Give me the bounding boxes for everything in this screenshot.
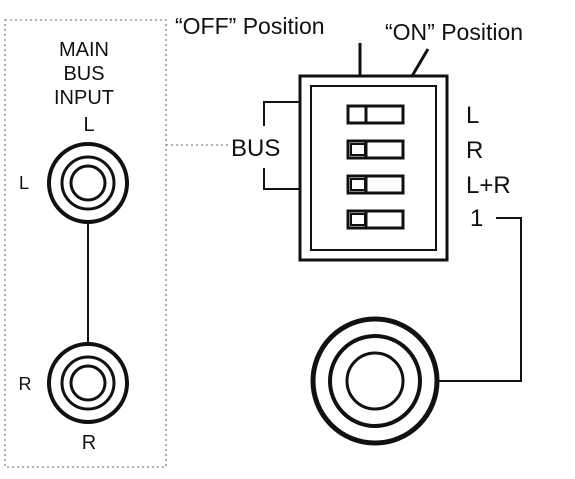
switch-label-2: R: [466, 137, 483, 164]
output-jack: [310, 316, 440, 446]
dip-switch-1[interactable]: [346, 104, 405, 125]
main-bus-input-panel: [4, 19, 167, 468]
dip-switch-group: [346, 104, 405, 230]
jack-left-top-label: L: [83, 114, 94, 136]
main-bus-input-title-2: BUS: [63, 63, 104, 85]
dip-switch-slot: [346, 104, 405, 125]
dip-switch-4[interactable]: [346, 209, 405, 230]
dip-switch-housing: [298, 74, 449, 262]
off-position-callout: “OFF” Position: [175, 13, 325, 39]
output-leader-line: [438, 217, 522, 382]
switch-label-3: L+R: [466, 172, 511, 199]
jack-left-side-label: L: [19, 173, 29, 193]
jack-right-side-label: R: [19, 374, 32, 394]
main-bus-input-title-1: MAIN: [59, 39, 109, 61]
bus-label: BUS: [231, 135, 280, 162]
dip-switch-slot: [346, 174, 405, 195]
left-rca-jack: [47, 142, 129, 224]
right-rca-jack: [47, 342, 129, 424]
dip-switch-3[interactable]: [346, 174, 405, 195]
dip-switch-slot: [346, 139, 405, 160]
dip-switch-2[interactable]: [346, 139, 405, 160]
switch-label-4: 1: [470, 205, 483, 232]
dip-switch-slot: [346, 209, 405, 230]
jack-right-bottom-label: R: [82, 432, 96, 454]
bus-bracket: [263, 101, 300, 190]
switch-label-1: L: [466, 102, 479, 129]
main-bus-input-title-3: INPUT: [54, 87, 114, 109]
on-position-callout: “ON” Position: [385, 19, 523, 45]
